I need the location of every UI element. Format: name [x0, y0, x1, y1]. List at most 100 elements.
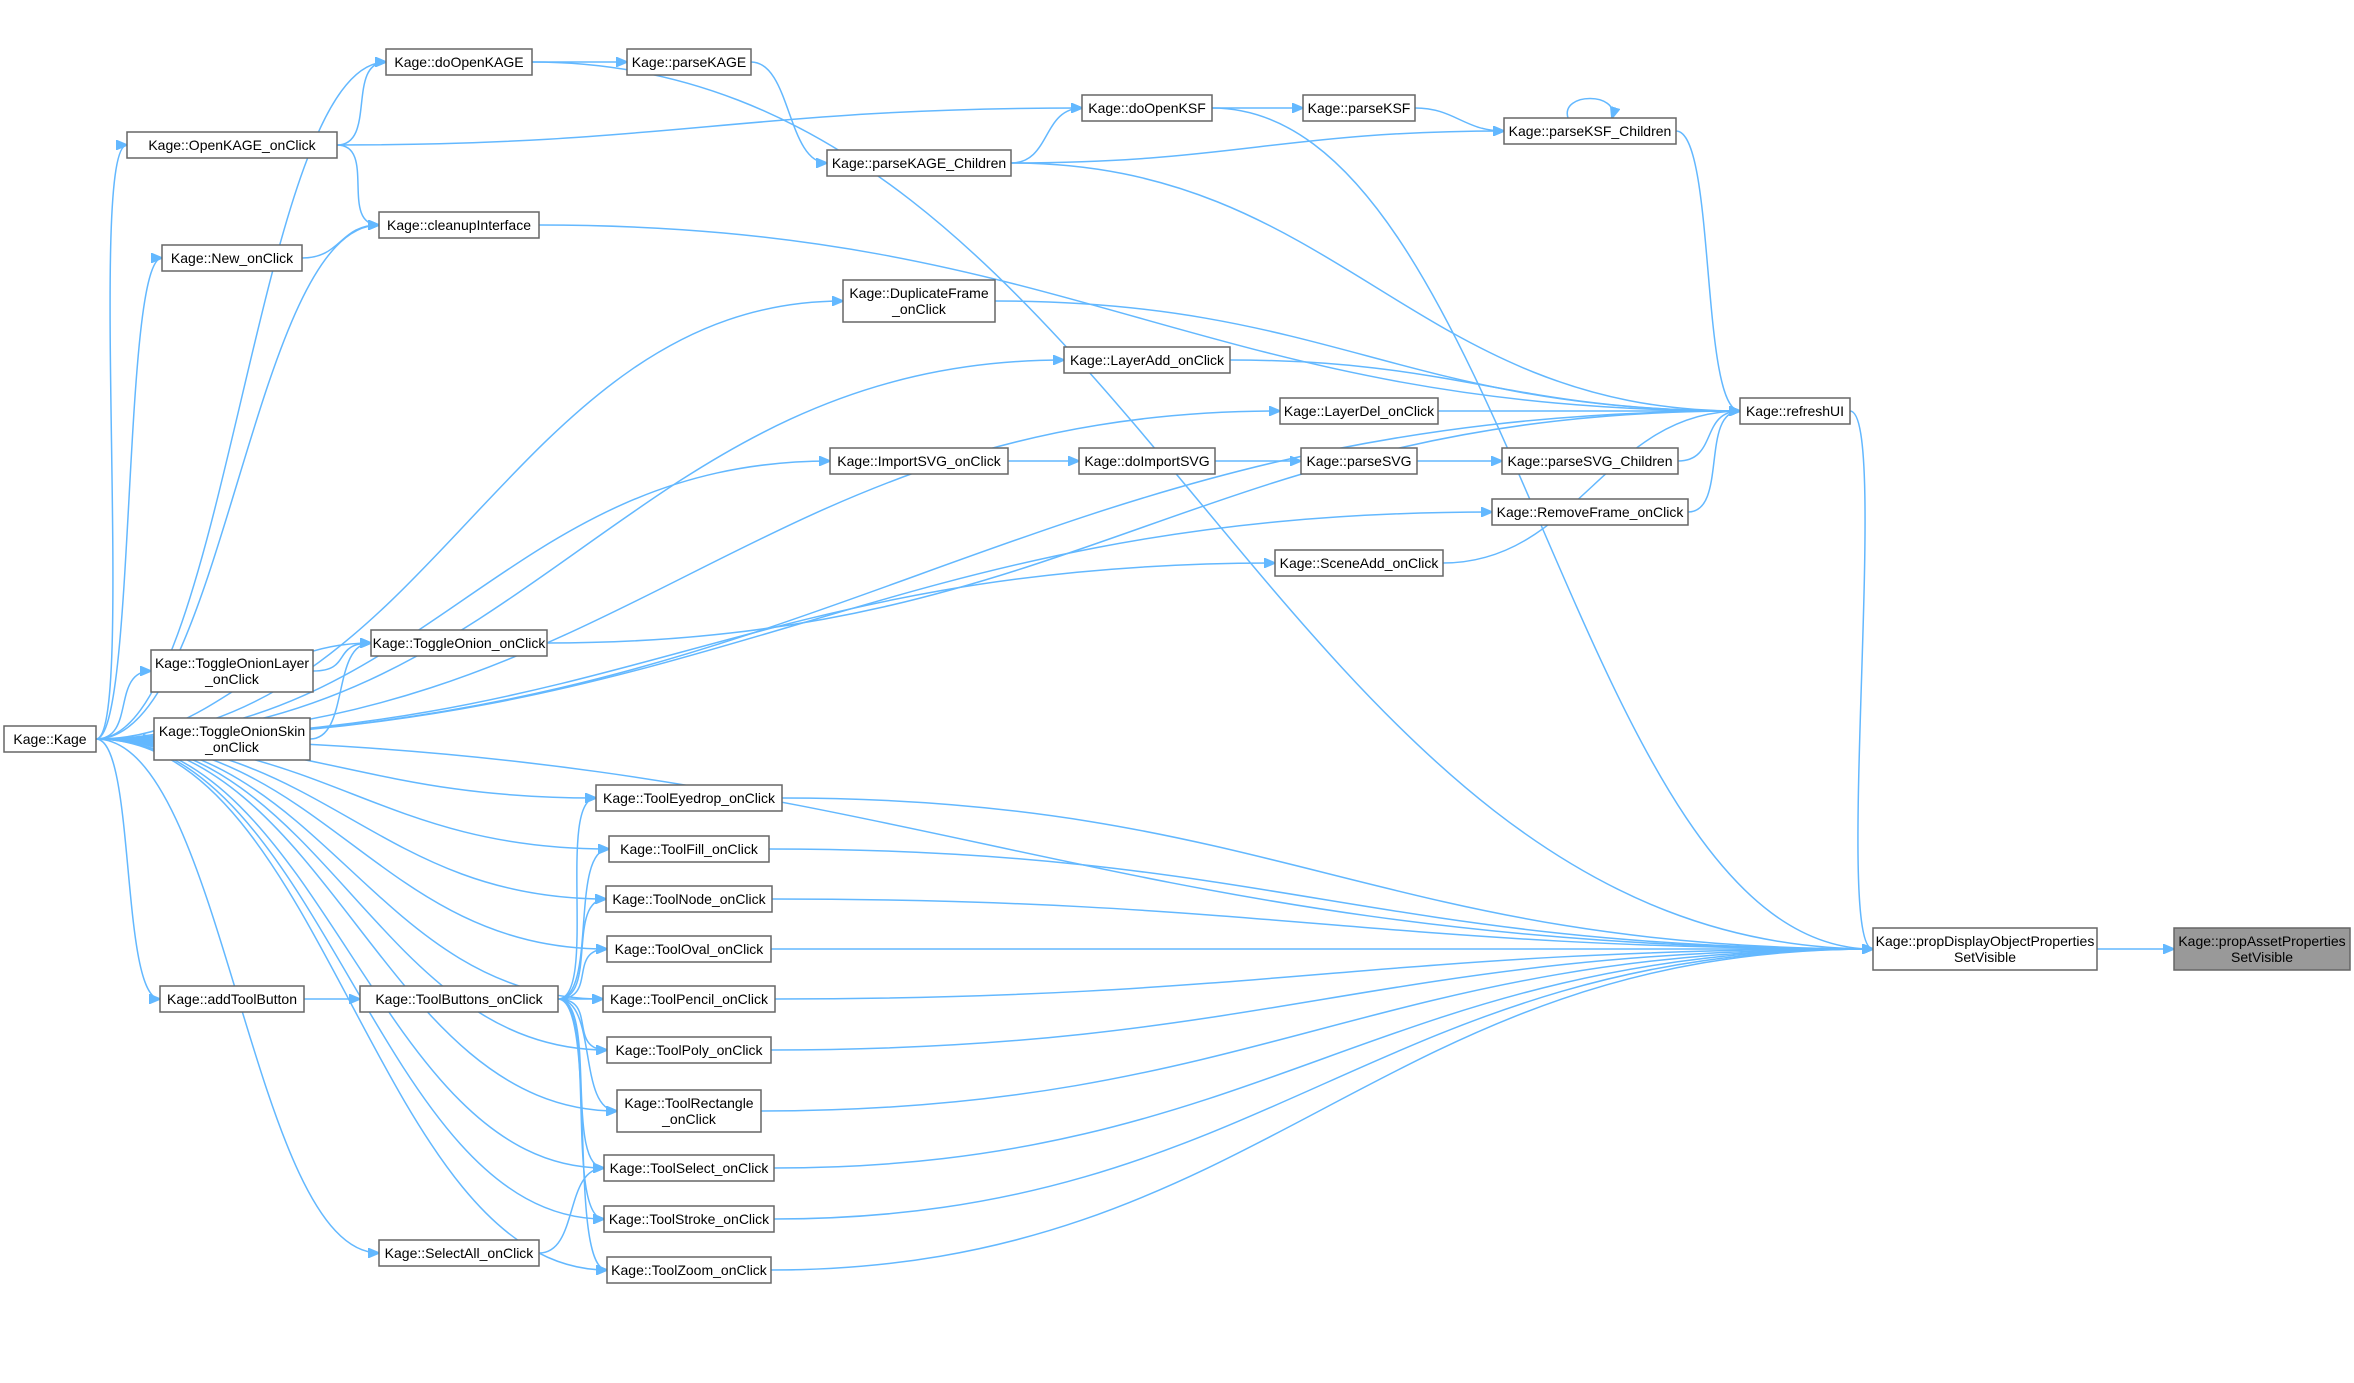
- node-cleanup[interactable]: Kage::cleanupInterface: [378, 211, 540, 239]
- node-parseKSFC[interactable]: Kage::parseKSF_Children: [1503, 117, 1677, 145]
- node-box[interactable]: [606, 935, 772, 963]
- node-pencil[interactable]: Kage::ToolPencil_onClick: [602, 985, 776, 1013]
- edge-toolButtons-to-fill: [557, 849, 609, 1000]
- node-propDisplay[interactable]: Kage::propDisplayObjectPropertiesSetVisi…: [1872, 927, 2098, 971]
- node-nodeT[interactable]: Kage::ToolNode_onClick: [605, 885, 773, 913]
- node-parseSVGC[interactable]: Kage::parseSVG_Children: [1501, 447, 1679, 475]
- node-layerDel[interactable]: Kage::LayerDel_onClick: [1279, 397, 1439, 425]
- node-parseSVG[interactable]: Kage::parseSVG: [1300, 447, 1418, 475]
- node-box[interactable]: [1302, 94, 1416, 122]
- node-box[interactable]: [1274, 549, 1444, 577]
- node-box[interactable]: [385, 48, 533, 76]
- node-layerAdd[interactable]: Kage::LayerAdd_onClick: [1063, 346, 1231, 374]
- node-box[interactable]: [1063, 346, 1231, 374]
- node-box[interactable]: [826, 149, 1012, 177]
- node-box[interactable]: [603, 1205, 775, 1233]
- node-label: Kage::ToolNode_onClick: [612, 891, 766, 907]
- edge-kage-to-stroke: [95, 738, 604, 1219]
- node-toolButtons[interactable]: Kage::ToolButtons_onClick: [359, 985, 559, 1013]
- node-box[interactable]: [1300, 447, 1418, 475]
- node-box[interactable]: [159, 985, 305, 1013]
- node-parseKAGEC[interactable]: Kage::parseKAGE_Children: [826, 149, 1012, 177]
- node-box[interactable]: [842, 279, 996, 323]
- node-doOpenKSF[interactable]: Kage::doOpenKSF: [1081, 94, 1213, 122]
- node-label: Kage::doOpenKSF: [1088, 100, 1206, 116]
- node-stroke[interactable]: Kage::ToolStroke_onClick: [603, 1205, 775, 1233]
- node-duplicate[interactable]: Kage::DuplicateFrame_onClick: [842, 279, 996, 323]
- edge-openKAGE-to-doOpenKSF: [336, 108, 1082, 146]
- node-label: Kage::ToolZoom_onClick: [611, 1262, 768, 1278]
- node-label: _onClick: [891, 301, 947, 317]
- edge-kage-to-propDisplay: [95, 738, 1873, 949]
- node-label: Kage::ToggleOnionLayer: [155, 655, 309, 671]
- node-label: Kage::ToolEyedrop_onClick: [603, 790, 776, 806]
- node-box[interactable]: [606, 1036, 772, 1064]
- node-box[interactable]: [370, 629, 548, 657]
- node-box[interactable]: [1279, 397, 1439, 425]
- edge-toolButtons-to-eyedrop: [557, 798, 596, 1000]
- node-openKAGE[interactable]: Kage::OpenKAGE_onClick: [126, 131, 338, 159]
- node-box[interactable]: [378, 1239, 540, 1267]
- node-box[interactable]: [359, 985, 559, 1013]
- node-label: Kage::ToolPencil_onClick: [610, 991, 769, 1007]
- node-kage[interactable]: Kage::Kage: [3, 725, 97, 753]
- node-label: Kage::ToolFill_onClick: [620, 841, 759, 857]
- node-importSVG[interactable]: Kage::ImportSVG_onClick: [829, 447, 1009, 475]
- node-box[interactable]: [1491, 498, 1689, 526]
- node-sceneAdd[interactable]: Kage::SceneAdd_onClick: [1274, 549, 1444, 577]
- node-selectT[interactable]: Kage::ToolSelect_onClick: [603, 1154, 775, 1182]
- node-box[interactable]: [595, 784, 783, 812]
- node-box[interactable]: [161, 244, 303, 272]
- node-removeFrame[interactable]: Kage::RemoveFrame_onClick: [1491, 498, 1689, 526]
- node-box[interactable]: [150, 649, 314, 693]
- node-doImportSVG[interactable]: Kage::doImportSVG: [1078, 447, 1216, 475]
- node-parseKSF[interactable]: Kage::parseKSF: [1302, 94, 1416, 122]
- node-refreshUI[interactable]: Kage::refreshUI: [1739, 397, 1851, 425]
- edge-toolButtons-to-rect: [557, 998, 617, 1111]
- node-selectAll[interactable]: Kage::SelectAll_onClick: [378, 1239, 540, 1267]
- node-box[interactable]: [1501, 447, 1679, 475]
- node-toggleLayer[interactable]: Kage::ToggleOnionLayer_onClick: [150, 649, 314, 693]
- edge-rect-to-propDisplay: [760, 949, 1873, 1112]
- node-toggleOnion[interactable]: Kage::ToggleOnion_onClick: [370, 629, 548, 657]
- edge-toggleOnion-to-refreshUI: [546, 411, 1740, 644]
- node-parseKAGE[interactable]: Kage::parseKAGE: [626, 48, 752, 76]
- node-box[interactable]: [605, 885, 773, 913]
- node-eyedrop[interactable]: Kage::ToolEyedrop_onClick: [595, 784, 783, 812]
- edge-removeFrame-to-refreshUI: [1687, 411, 1740, 513]
- edge-eyedrop-to-propDisplay: [781, 797, 1873, 949]
- node-box[interactable]: [126, 131, 338, 159]
- node-box[interactable]: [3, 725, 97, 753]
- edge-toolButtons-to-poly: [557, 998, 607, 1050]
- node-box[interactable]: [606, 1256, 772, 1284]
- edge-pencil-to-propDisplay: [774, 949, 1873, 1000]
- node-fill[interactable]: Kage::ToolFill_onClick: [608, 835, 770, 863]
- node-box[interactable]: [153, 717, 311, 761]
- node-rect[interactable]: Kage::ToolRectangle_onClick: [616, 1089, 762, 1133]
- node-label: SetVisible: [2231, 949, 2293, 965]
- node-doOpenKAGE[interactable]: Kage::doOpenKAGE: [385, 48, 533, 76]
- node-box[interactable]: [616, 1089, 762, 1133]
- node-box[interactable]: [829, 447, 1009, 475]
- node-addTool[interactable]: Kage::addToolButton: [159, 985, 305, 1013]
- node-box[interactable]: [608, 835, 770, 863]
- node-newOn[interactable]: Kage::New_onClick: [161, 244, 303, 272]
- node-label: Kage::SelectAll_onClick: [385, 1245, 535, 1261]
- node-box[interactable]: [626, 48, 752, 76]
- node-poly[interactable]: Kage::ToolPoly_onClick: [606, 1036, 772, 1064]
- node-zoom[interactable]: Kage::ToolZoom_onClick: [606, 1256, 772, 1284]
- node-box[interactable]: [1078, 447, 1216, 475]
- node-box[interactable]: [1872, 927, 2098, 971]
- edge-sceneAdd-to-refreshUI: [1442, 411, 1740, 564]
- node-box[interactable]: [1739, 397, 1851, 425]
- node-oval[interactable]: Kage::ToolOval_onClick: [606, 935, 772, 963]
- node-box[interactable]: [1503, 117, 1677, 145]
- node-label: Kage::ToolSelect_onClick: [610, 1160, 770, 1176]
- node-box[interactable]: [1081, 94, 1213, 122]
- node-box[interactable]: [602, 985, 776, 1013]
- node-box[interactable]: [378, 211, 540, 239]
- node-toggleSkin[interactable]: Kage::ToggleOnionSkin_onClick: [153, 717, 311, 761]
- node-box[interactable]: [603, 1154, 775, 1182]
- node-box[interactable]: [2173, 927, 2351, 971]
